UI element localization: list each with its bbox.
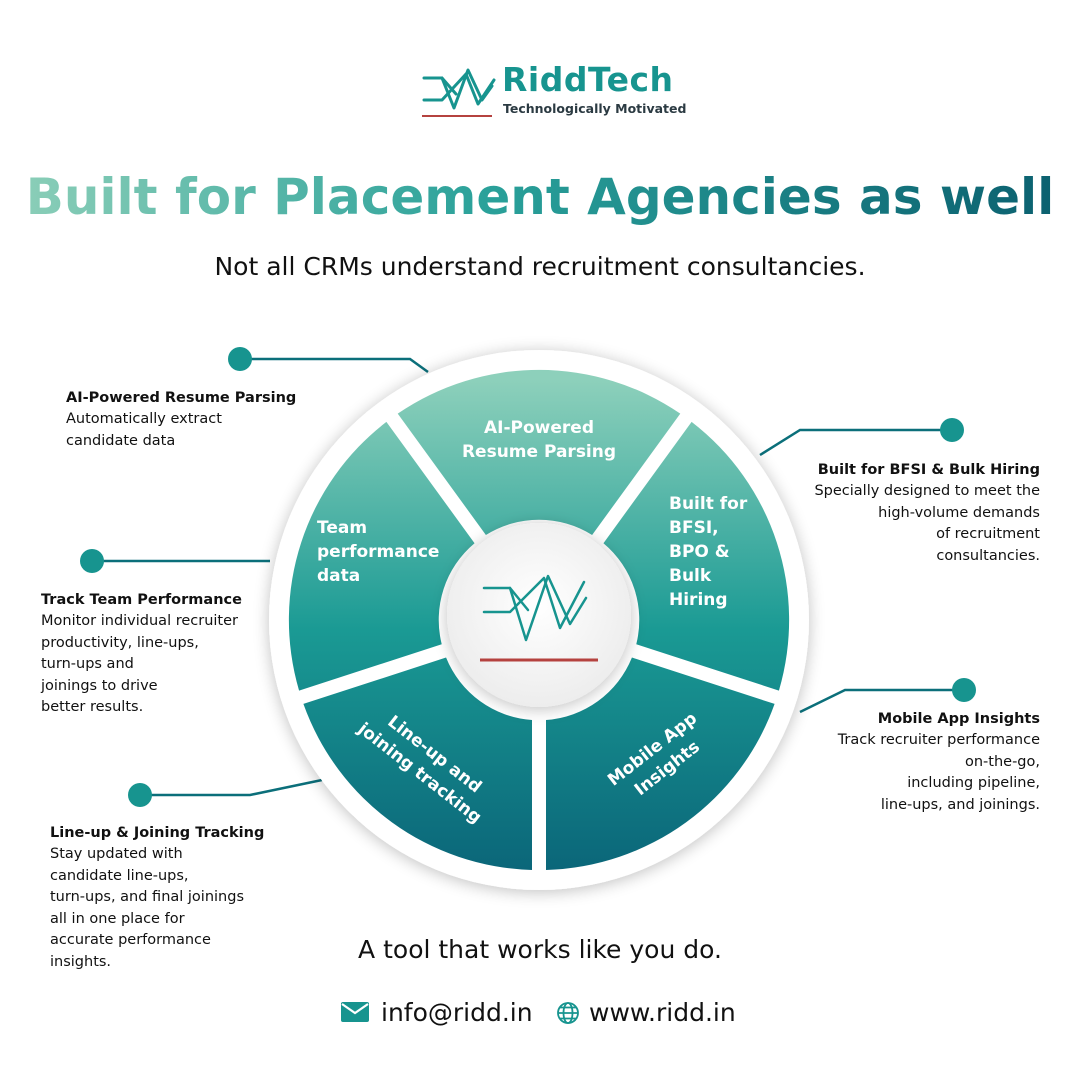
wheel-center <box>447 523 631 707</box>
callout-title: Line-up & Joining Tracking <box>50 825 265 841</box>
callout-title: Built for BFSI & Bulk Hiring <box>817 462 1040 478</box>
segment-label-bfsi: Built for BFSI, BPO & Bulk Hiring <box>669 494 748 610</box>
segment-resume-parsing <box>397 369 681 535</box>
page-title: Built for Placement Agencies as well <box>0 166 1080 228</box>
callout-bfsi: Built for BFSI & Bulk Hiring Specially d… <box>814 459 1040 567</box>
website-link[interactable]: www.ridd.in <box>589 998 736 1027</box>
center-logo-mark <box>482 574 588 642</box>
brand-logo-mark <box>422 68 496 110</box>
segment-label-team-performance: Team performance data <box>317 518 440 586</box>
callout-team-performance: Track Team Performance Monitor individua… <box>41 589 242 719</box>
segment-team-performance <box>288 421 475 691</box>
callout-mobile-insights: Mobile App Insights Track recruiter perf… <box>838 708 1040 816</box>
segment-label-resume-parsing: AI-Powered Resume Parsing <box>461 418 617 462</box>
callout-title: Mobile App Insights <box>877 711 1040 727</box>
envelope-icon <box>341 1002 369 1022</box>
contact-row: info@ridd.in www.ridd.in <box>0 993 1080 1033</box>
segment-lineup-tracking <box>303 657 532 870</box>
segment-mobile-insights <box>546 657 775 870</box>
logo-underline <box>422 115 492 117</box>
connector-dots <box>80 347 976 807</box>
callout-title: AI-Powered Resume Parsing <box>66 390 297 406</box>
brand-tagline: Technologically Motivated <box>503 101 687 116</box>
footer-tagline: A tool that works like you do. <box>358 935 722 964</box>
connector-lines <box>92 357 964 797</box>
globe-icon <box>557 1002 579 1024</box>
callout-lineup-tracking: Line-up & Joining Tracking Stay updated … <box>50 822 264 973</box>
callout-title: Track Team Performance <box>41 592 242 608</box>
brand-name: RiddTech <box>502 60 674 99</box>
page-subtitle: Not all CRMs understand recruitment cons… <box>214 252 866 281</box>
wheel-segments <box>288 369 790 870</box>
callout-resume-parsing: AI-Powered Resume Parsing Automatically … <box>66 387 296 452</box>
segment-bfsi <box>603 421 790 691</box>
email-link[interactable]: info@ridd.in <box>381 998 533 1027</box>
